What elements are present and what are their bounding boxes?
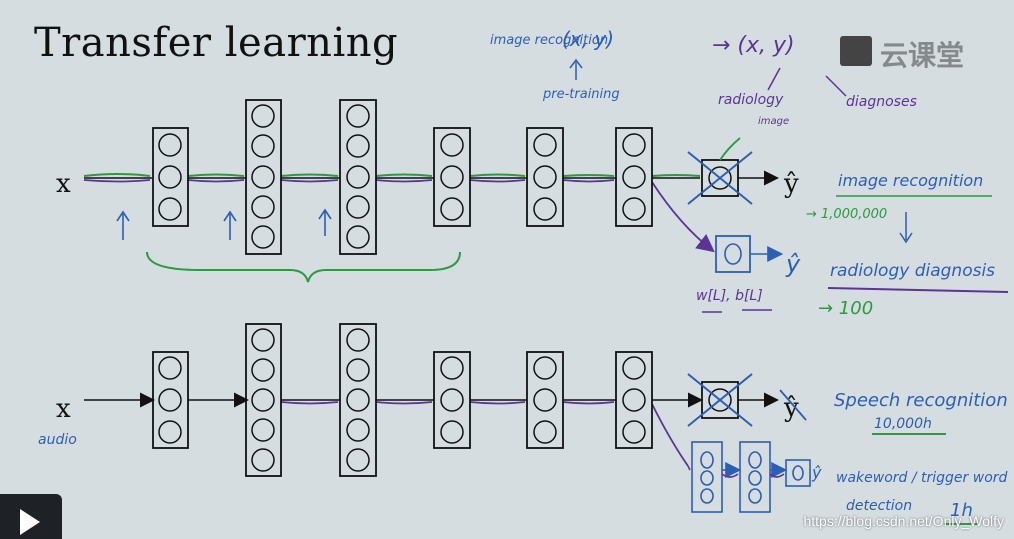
- note-diagnoses-arrow: [825, 75, 847, 97]
- net2-purple-flow: [280, 401, 689, 467]
- note-count-1m: → 1,000,000: [806, 207, 887, 222]
- svg-text:ŷ: ŷ: [785, 250, 801, 278]
- net1-layer-6: [615, 127, 653, 227]
- net1-output-label: ŷ: [783, 169, 799, 199]
- note-weights: w[L], b[L]: [696, 288, 763, 304]
- logo-text: 云课堂: [880, 39, 965, 72]
- net2-layer-3: [339, 323, 377, 477]
- net1-new-output-layer: ŷ: [715, 235, 801, 278]
- network-2: x audio: [38, 323, 1008, 525]
- note-wakeword: wakeword / trigger word: [836, 470, 1008, 486]
- net1-layer-1: [152, 127, 189, 227]
- slide-title: Transfer learning: [34, 20, 399, 66]
- net1-layer-2: [245, 99, 282, 255]
- note-count-10k: 10,000h: [874, 416, 932, 432]
- net2-layer-5: [526, 351, 564, 449]
- net2-layer-1: [152, 351, 189, 449]
- note-hours: 1h: [950, 500, 973, 521]
- net1-up-arrows: [116, 208, 332, 240]
- net1-layer-5: [526, 127, 564, 227]
- net2-new-output-label: ŷ: [811, 463, 822, 482]
- note-xy-pair: (x, y): [562, 27, 614, 51]
- note-xy-right: → (x, y): [712, 33, 795, 58]
- play-icon[interactable]: [20, 509, 40, 535]
- note-pre-training: pre-training: [542, 87, 620, 102]
- net2-layer-4: [433, 351, 471, 449]
- net1-layer-4: [433, 127, 471, 227]
- note-weights-underline: [702, 309, 772, 313]
- net2-new-layers: [691, 441, 811, 513]
- net1-input-label: x: [56, 169, 71, 199]
- net2-output-layer-crossed: [687, 373, 753, 427]
- net1-layer-3: [339, 99, 377, 255]
- note-radiology: radiology: [718, 92, 784, 108]
- net2-output-label-crossed: ŷ: [779, 389, 807, 423]
- note-speech: Speech recognition: [834, 390, 1008, 411]
- note-image: image: [758, 116, 789, 127]
- logo-icon: [840, 36, 872, 66]
- note-diagnoses: diagnoses: [846, 94, 917, 110]
- note-radiology-diagnosis: radiology diagnosis: [830, 261, 995, 281]
- net2-output-label: ŷ: [783, 393, 799, 423]
- note-down-arrow: [899, 212, 913, 244]
- note-image-recognition: image recognition: [838, 171, 983, 190]
- net1-green-brace: [146, 251, 461, 283]
- logo: 云课堂: [840, 34, 980, 72]
- note-detection: detection: [846, 498, 912, 514]
- network-1: x: [56, 27, 1009, 319]
- net2-input-note: audio: [38, 432, 77, 448]
- note-up-arrow: [569, 58, 583, 80]
- net2-layer-2: [245, 323, 282, 477]
- net1-purple-flow: [83, 179, 715, 253]
- net2-purple-connects: [687, 465, 785, 478]
- net1-green-arrow: [719, 137, 741, 161]
- note-radiology-underline: [827, 287, 1009, 293]
- note-image-reco: image recognition: [490, 33, 608, 48]
- net2-layer-6: [615, 351, 653, 449]
- note-count-100: → 100: [818, 298, 873, 319]
- watermark: https://blog.csdn.net/Only_Wolfy: [803, 513, 1004, 529]
- note-radiology-arrow: [767, 67, 781, 91]
- net2-input-label: x: [56, 394, 71, 424]
- net1-green-flow: [83, 173, 701, 177]
